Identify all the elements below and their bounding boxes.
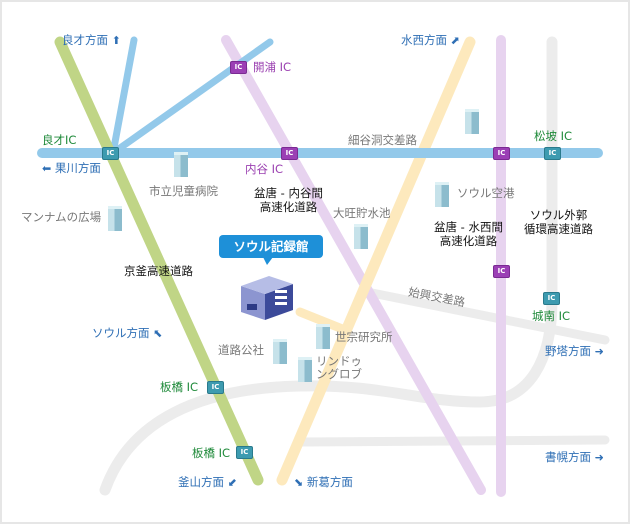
- direction-suseo: 水西方面 ⬈: [401, 33, 460, 48]
- direction-suseo-label: 水西方面: [401, 33, 447, 47]
- direction-yatap-label: 野塔方面: [545, 344, 591, 358]
- arrow-icon: ➜: [594, 451, 604, 464]
- ic-pangyo-badge-2[interactable]: IC: [236, 446, 253, 459]
- direction-gwacheon: ⬅ 果川方面: [42, 161, 101, 176]
- direction-singal: ⬊ 新葛方面: [294, 475, 353, 490]
- direction-seohyeon: 書幌方面 ➜: [545, 450, 604, 465]
- place-hospital: 市立児童病院: [149, 184, 218, 198]
- direction-singal-label: 新葛方面: [306, 475, 353, 489]
- arrow-icon: ⬈: [450, 34, 460, 47]
- arrow-icon: ⬅: [42, 162, 52, 175]
- place-road-corp: 道路公社: [218, 343, 264, 357]
- yellow-road: [276, 36, 476, 486]
- direction-seohyeon-label: 書幌方面: [545, 450, 591, 464]
- place-airport: ソウル空港: [457, 186, 515, 200]
- road-bundang-naegok-label: 盆唐 - 内谷間 高速化道路: [254, 186, 323, 214]
- place-lindow: リンドゥ ングロブ: [316, 354, 362, 381]
- arrow-icon: ⬆: [111, 34, 121, 47]
- siheung-road: [367, 288, 610, 345]
- building-icon: [465, 109, 479, 134]
- ic-seongnam-label: 城南 IC: [532, 309, 571, 323]
- records-center-building-icon: [241, 276, 293, 320]
- arrow-icon: ⬉: [153, 327, 163, 340]
- ic-badge[interactable]: IC: [493, 265, 510, 278]
- arrow-icon: ⬋: [227, 476, 237, 489]
- direction-yangjae: 良才方面 ⬆: [62, 33, 121, 48]
- ic-naegok-badge[interactable]: IC: [281, 147, 298, 160]
- direction-seoul: ソウル方面 ⬉: [92, 326, 162, 341]
- direction-busan: 釜山方面 ⬋: [178, 475, 237, 490]
- blue-road-yangjae: [109, 36, 138, 157]
- ic-pangyo-label: 板橋 IC: [160, 380, 199, 394]
- building-icon: [273, 339, 287, 364]
- place-mannam-square: マンナムの広場: [21, 210, 102, 224]
- gray-road-curve: [99, 36, 558, 496]
- blue-road-gaepo: [109, 38, 274, 157]
- ic-badge[interactable]: IC: [493, 147, 510, 160]
- building-icon: [298, 357, 312, 382]
- place-sejong-institute: 世宗研究所: [335, 330, 393, 344]
- purple-diagonal-road: [221, 35, 486, 495]
- ic-pangyo-badge[interactable]: IC: [207, 381, 224, 394]
- direction-gwacheon-label: 果川方面: [54, 161, 101, 175]
- ic-naegok-label: 内谷 IC: [245, 162, 284, 176]
- building-icon: [316, 324, 330, 349]
- ic-gaepo-badge[interactable]: IC: [230, 61, 247, 74]
- ic-yangjae-label: 良才IC: [42, 133, 77, 147]
- arrow-icon: ⬊: [294, 476, 304, 489]
- building-icon: [108, 206, 122, 231]
- destination-callout[interactable]: ソウル記録館: [219, 235, 323, 265]
- direction-yangjae-label: 良才方面: [62, 33, 108, 47]
- gyeongbu-expressway: [54, 36, 264, 486]
- ic-seongnam-badge[interactable]: IC: [543, 292, 560, 305]
- ic-yangjae-badge[interactable]: IC: [102, 147, 119, 160]
- road-gyeongbu-label: 京釜高速道路: [124, 264, 193, 278]
- road-bundang-suseo-label: 盆唐 - 水西間 高速化道路: [434, 220, 503, 248]
- direction-seoul-label: ソウル方面: [92, 326, 150, 340]
- road-ring-expressway-label: ソウル外郭 循環高速道路: [524, 208, 593, 236]
- ic-gaepo-label: 開浦 IC: [253, 60, 292, 74]
- ic-pangyo-label-2: 板橋 IC: [192, 446, 231, 460]
- building-icon: [354, 224, 368, 249]
- building-icon: [174, 152, 188, 177]
- ic-songpa-label: 松坡 IC: [534, 129, 573, 143]
- ic-songpa-badge[interactable]: IC: [544, 147, 561, 160]
- segokdong-intersection-label: 細谷洞交差路: [348, 133, 417, 147]
- place-reservoir: 大旺貯水池: [333, 206, 391, 220]
- direction-busan-label: 釜山方面: [178, 475, 224, 489]
- arrow-icon: ➜: [594, 345, 604, 358]
- yellow-spur: [295, 307, 350, 335]
- direction-yatap: 野塔方面 ➜: [545, 344, 604, 359]
- building-icon: [435, 182, 449, 207]
